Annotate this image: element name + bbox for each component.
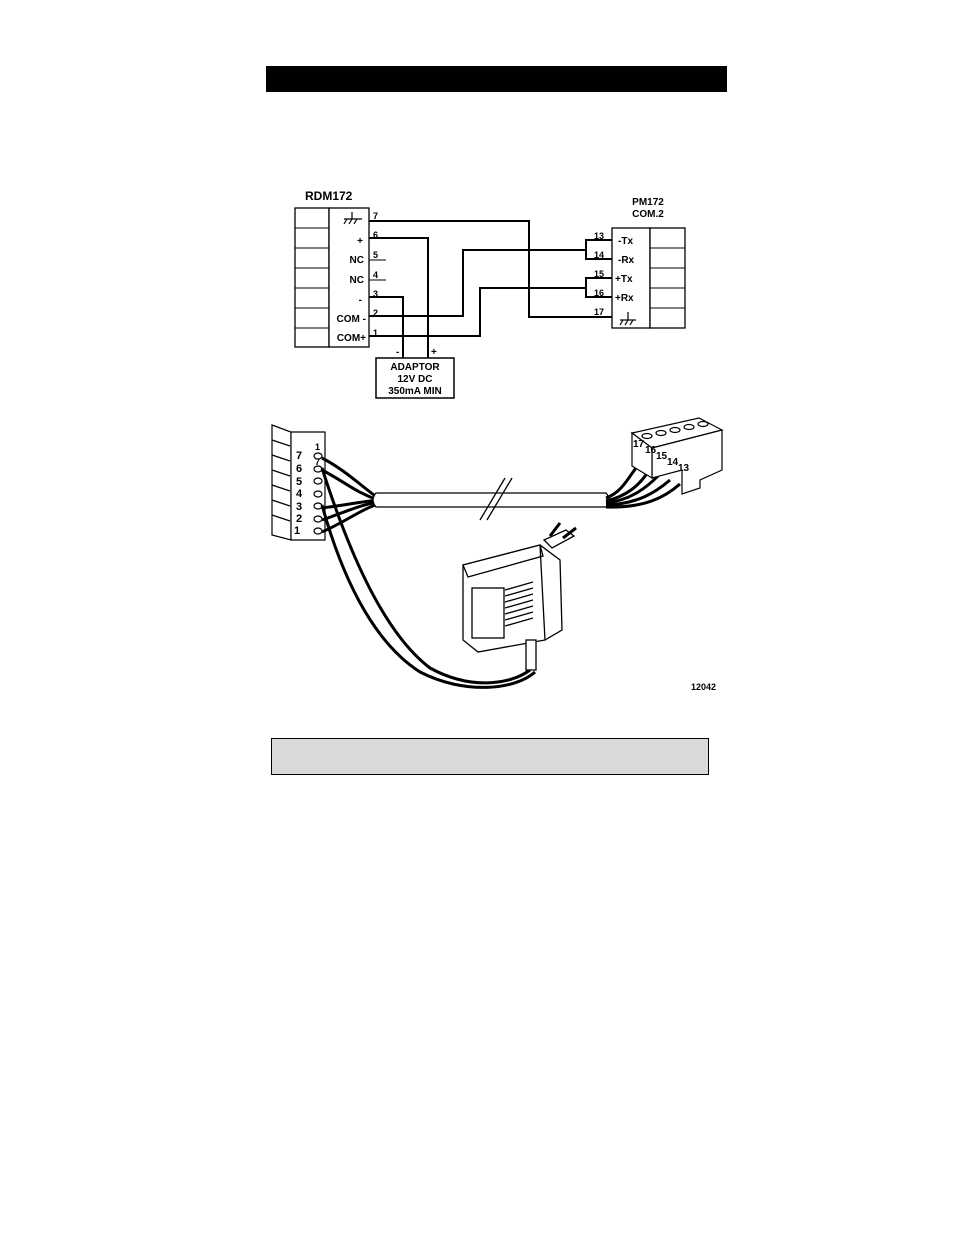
left-pin-7: 7: [296, 450, 302, 462]
left-pin-4: 4: [296, 488, 303, 500]
pm-subtitle: COM.2: [632, 209, 664, 220]
adaptor-minus: -: [396, 347, 399, 358]
right-pin-14: 14: [667, 457, 679, 468]
left-pin-1: 1: [294, 525, 300, 537]
rdm-title: RDM172: [305, 189, 353, 203]
left-pin-5: 5: [296, 476, 302, 488]
pm-num-16: 16: [594, 288, 604, 298]
right-pin-16: 16: [645, 445, 657, 456]
adaptor-line3: 350mA MIN: [388, 386, 442, 397]
adaptor-plus: +: [431, 347, 437, 358]
pm-label-15: +Tx: [615, 274, 633, 285]
power-adaptor-icon: [463, 523, 576, 670]
rdm-label-4: NC: [350, 275, 364, 286]
left-pin-6: 6: [296, 463, 302, 475]
pm-num-17: 17: [594, 307, 604, 317]
left-pin-small-7: 7: [315, 457, 320, 467]
rdm-label-1: COM+: [337, 333, 366, 344]
rdm-num-4: 4: [373, 270, 378, 280]
rdm-label-5: NC: [350, 255, 364, 266]
rdm-label-3: -: [359, 295, 362, 306]
right-connector-illustration: [632, 418, 722, 494]
pm-num-15: 15: [594, 269, 604, 279]
rdm-num-5: 5: [373, 250, 378, 260]
pm-title: PM172: [632, 197, 664, 208]
schematic-wires: [369, 221, 612, 358]
rdm-label-2: COM -: [337, 314, 366, 325]
pm-num-13: 13: [594, 231, 604, 241]
right-pin-17: 17: [633, 439, 645, 450]
pm-label-16: +Rx: [615, 293, 634, 304]
note-box: [271, 738, 709, 775]
adaptor-line2: 12V DC: [397, 374, 432, 385]
figure-number: 12042: [691, 682, 716, 692]
serial-cable: [373, 478, 609, 520]
left-pin-small-1: 1: [315, 442, 320, 452]
rdm-label-6: +: [357, 236, 363, 247]
left-pin-2: 2: [296, 513, 302, 525]
pm-label-13: -Tx: [618, 236, 633, 247]
pm-label-14: -Rx: [618, 255, 635, 266]
pm-num-14: 14: [594, 250, 604, 260]
right-pin-15: 15: [656, 451, 668, 462]
rdm-num-7: 7: [373, 211, 378, 221]
right-pin-13: 13: [678, 463, 690, 474]
adaptor-line1: ADAPTOR: [390, 362, 440, 373]
left-pin-3: 3: [296, 501, 302, 513]
